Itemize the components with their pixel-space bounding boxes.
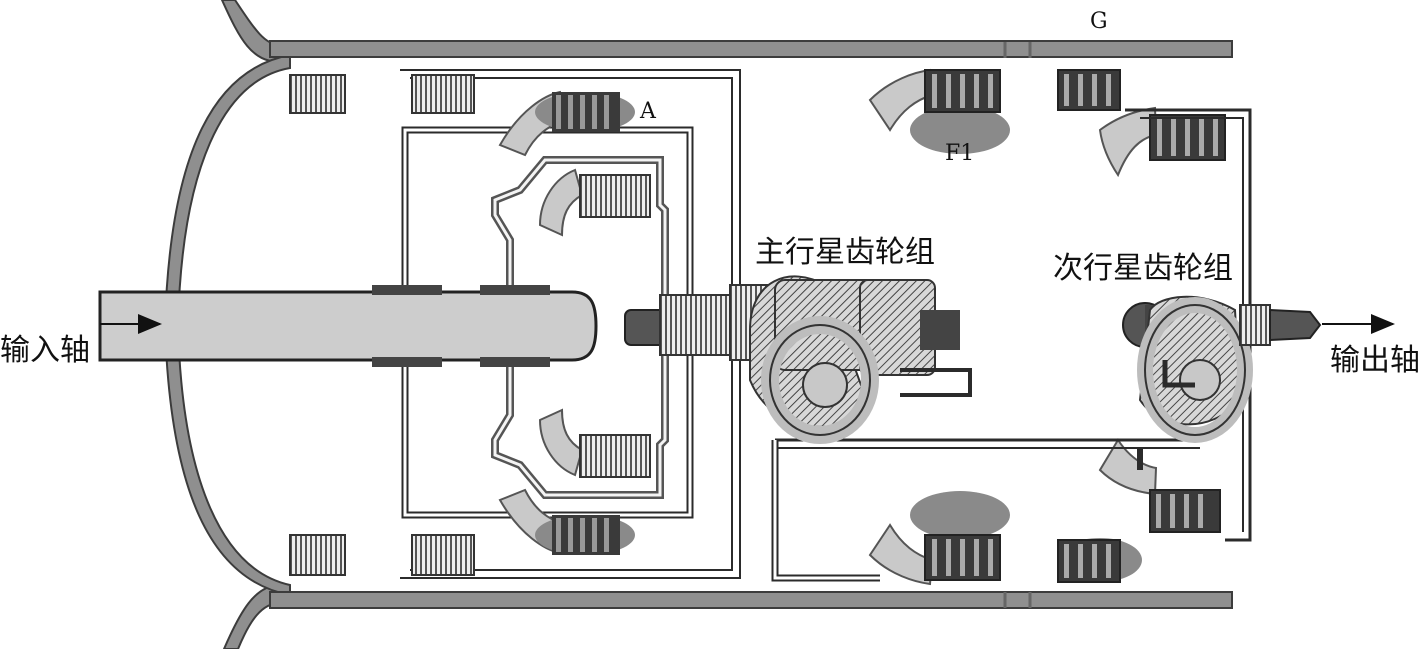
- drum-segments: [498, 68, 1158, 586]
- primary-planetary-gearset: [624, 275, 972, 444]
- input-shaft: [98, 285, 598, 367]
- oneway-f1-label: F1: [945, 141, 974, 166]
- brake-packs-bottom: [910, 489, 1221, 583]
- clutch-packs-inner: [579, 174, 651, 478]
- clutch-a: [535, 92, 635, 555]
- secondary-planetary-label: 次行星齿轮组: [1053, 251, 1233, 286]
- brake-packs-top: [910, 69, 1226, 161]
- brake-g-label: G: [1090, 9, 1108, 34]
- input-shaft-label: 输入轴: [0, 333, 90, 368]
- housing: [163, 0, 1233, 649]
- clutch-a-label: A: [639, 99, 657, 124]
- output-shaft-label: 输出轴: [1330, 343, 1420, 378]
- clutch-packs-outer: [289, 74, 475, 576]
- secondary-planetary-gearset: [1122, 295, 1322, 443]
- primary-planetary-label: 主行星齿轮组: [755, 235, 935, 270]
